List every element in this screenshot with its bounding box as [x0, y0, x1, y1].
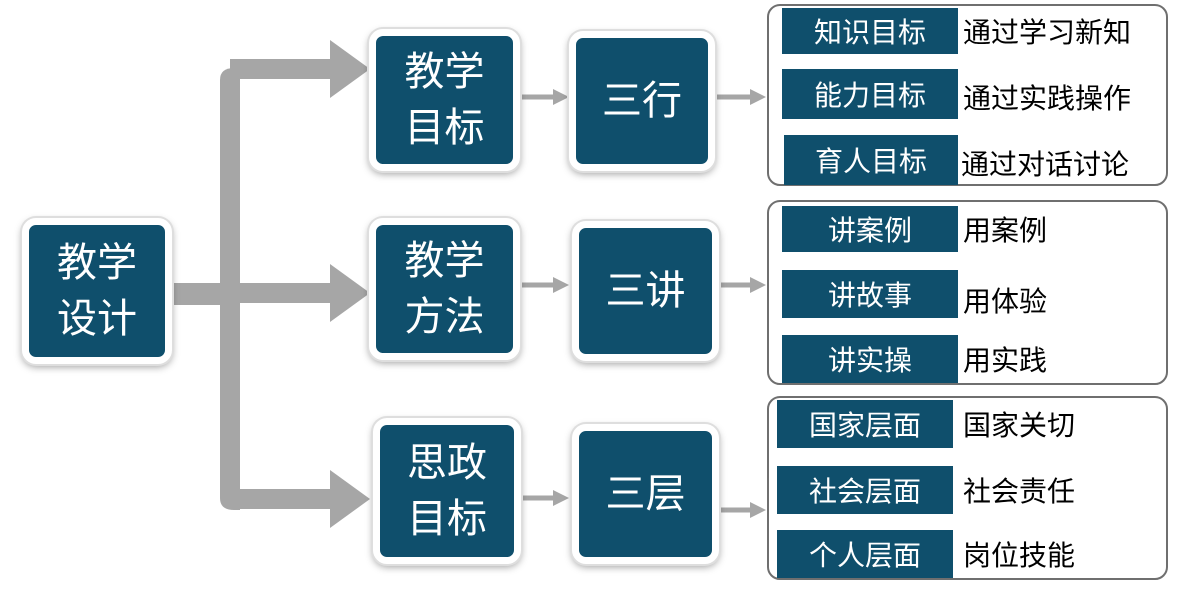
link-arrow-1a-head [553, 89, 569, 105]
summary-node-2: 三讲 [572, 221, 719, 361]
link-arrow-2b-head [750, 277, 766, 293]
link-arrow-3a-head [553, 490, 569, 506]
detail-desc-3-3: 岗位技能 [963, 539, 1076, 572]
detail-label-1-2: 能力目标 [782, 69, 958, 119]
branch-arrow-3-head [330, 470, 370, 528]
summary-node-1: 三行 [569, 31, 715, 171]
branch-arrow-1-shaft [230, 59, 334, 79]
category-label-3: 思政目标 [407, 440, 487, 542]
detail-desc-1-1: 通过学习新知 [963, 16, 1132, 49]
summary-label-2: 三讲 [605, 268, 686, 314]
detail-desc-2-2: 用体验 [963, 285, 1048, 318]
category-node-1: 教学目标 [369, 29, 520, 171]
detail-label-3-3: 个人层面 [777, 530, 953, 578]
link-arrow-2a-head [553, 277, 569, 293]
root-node: 教学设计 [22, 218, 172, 364]
link-arrow-3b-head [750, 502, 766, 518]
branch-arrow-2-shaft [230, 283, 334, 303]
category-label-1: 教学目标 [404, 49, 485, 151]
detail-label-2-3: 讲实操 [782, 335, 958, 383]
trunk-arrow [170, 283, 230, 305]
detail-desc-3-1: 国家关切 [963, 409, 1076, 442]
branch-arrow-3-shaft [230, 489, 334, 509]
detail-label-1-3: 育人目标 [784, 135, 958, 185]
detail-label-1-1: 知识目标 [782, 8, 958, 54]
link-arrow-1b-head [750, 89, 766, 105]
category-node-2: 教学方法 [369, 218, 520, 360]
summary-node-3: 三层 [572, 424, 719, 564]
detail-desc-2-1: 用案例 [963, 214, 1048, 247]
detail-label-3-2: 社会层面 [777, 466, 953, 514]
root-label: 教学设计 [57, 240, 137, 342]
category-label-2: 教学方法 [404, 238, 485, 340]
category-node-3: 思政目标 [373, 418, 521, 564]
detail-desc-1-3: 通过对话讨论 [961, 148, 1130, 181]
detail-label-2-2: 讲故事 [782, 270, 958, 318]
detail-desc-3-2: 社会责任 [963, 475, 1076, 508]
branch-arrow-1-head [330, 40, 370, 98]
detail-label-2-1: 讲案例 [782, 206, 958, 252]
detail-desc-2-3: 用实践 [963, 344, 1048, 377]
summary-label-1: 三行 [602, 78, 682, 124]
detail-label-3-1: 国家层面 [777, 400, 953, 448]
branch-arrow-2-head [330, 264, 370, 322]
detail-desc-1-2: 通过实践操作 [963, 82, 1132, 115]
summary-label-3: 三层 [605, 471, 686, 517]
